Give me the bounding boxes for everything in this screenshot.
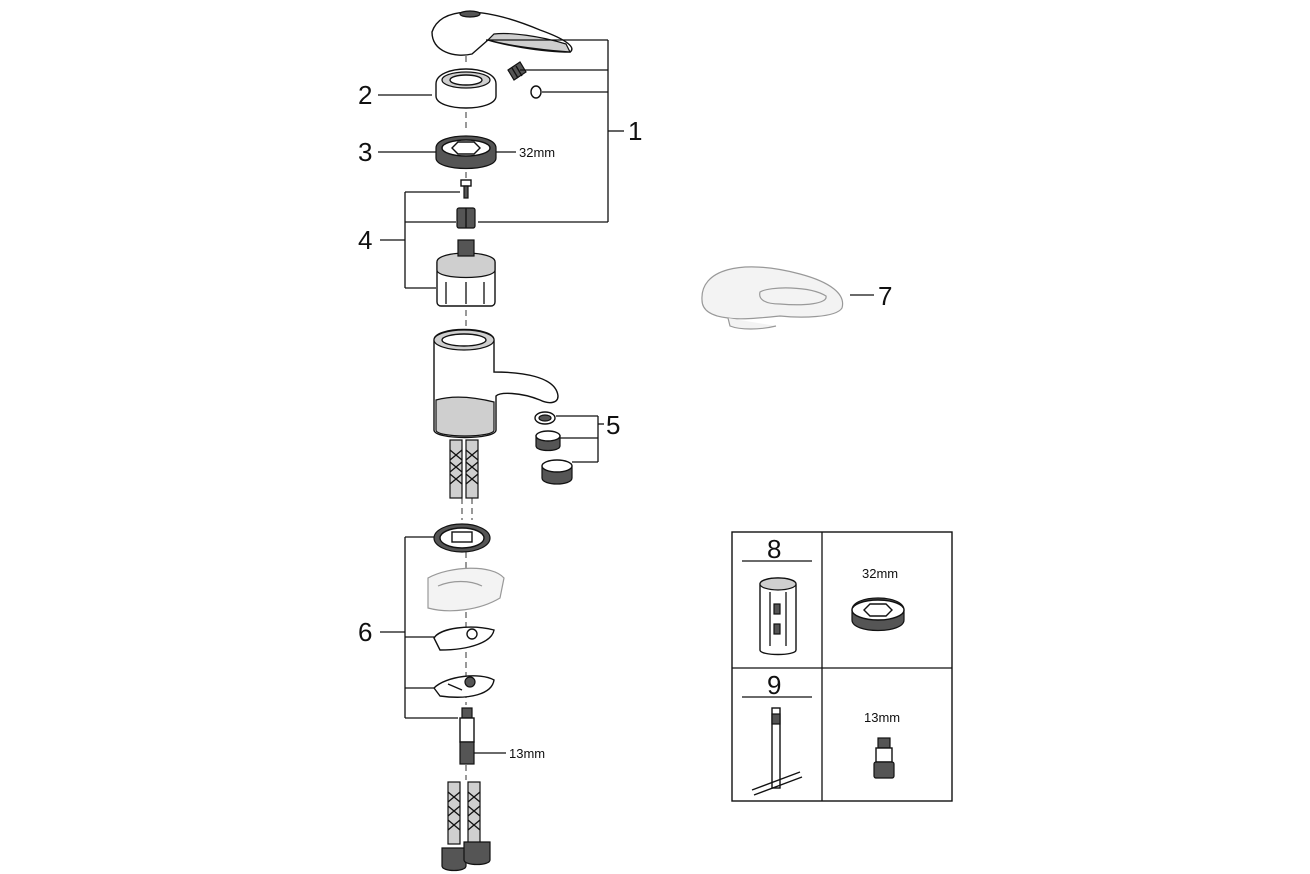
threaded-stud <box>459 707 506 765</box>
cartridge-screw <box>460 179 472 199</box>
callout-6: 6 <box>358 617 372 647</box>
spindle-adapter <box>456 207 476 229</box>
callout-5: 5 <box>606 410 620 440</box>
callout-1: 1 <box>628 116 642 146</box>
aerator-washer <box>534 411 556 425</box>
stabilizer-plate <box>433 626 495 651</box>
supply-hose-stubs <box>449 439 479 499</box>
mounting-bracket <box>433 675 495 698</box>
handle-lever <box>431 10 573 56</box>
cartridge <box>436 239 496 307</box>
spare-lever <box>701 266 844 330</box>
stud-13mm-label: 13mm <box>509 746 545 761</box>
socket-wrench-tool <box>759 577 797 656</box>
cartridge-nut <box>435 135 497 170</box>
nut-32mm-label: 32mm <box>519 145 555 160</box>
callout-4: 4 <box>358 225 372 255</box>
table-13mm-label: 13mm <box>864 710 900 725</box>
table-32mm-label: 32mm <box>862 566 898 581</box>
callout-2: 2 <box>358 80 372 110</box>
aerator-insert <box>535 430 561 452</box>
aerator-housing <box>541 459 573 485</box>
faucet-body <box>433 328 559 439</box>
callout-9: 9 <box>767 670 781 700</box>
mounting-gasket-ghost <box>427 567 505 612</box>
callout-leaders <box>378 39 874 719</box>
callout-3: 3 <box>358 137 372 167</box>
cover-cap <box>435 68 497 109</box>
mounting-washer <box>433 523 491 553</box>
supply-hoses <box>441 781 491 872</box>
nut-32mm-tool <box>851 597 905 631</box>
callout-7: 7 <box>878 281 892 311</box>
cap-plug <box>530 85 542 99</box>
stud-13mm-tool <box>873 737 895 779</box>
grub-screw <box>507 61 527 81</box>
t-handle-key-tool <box>751 707 803 796</box>
tools-table <box>731 531 953 802</box>
callout-8: 8 <box>767 534 781 564</box>
